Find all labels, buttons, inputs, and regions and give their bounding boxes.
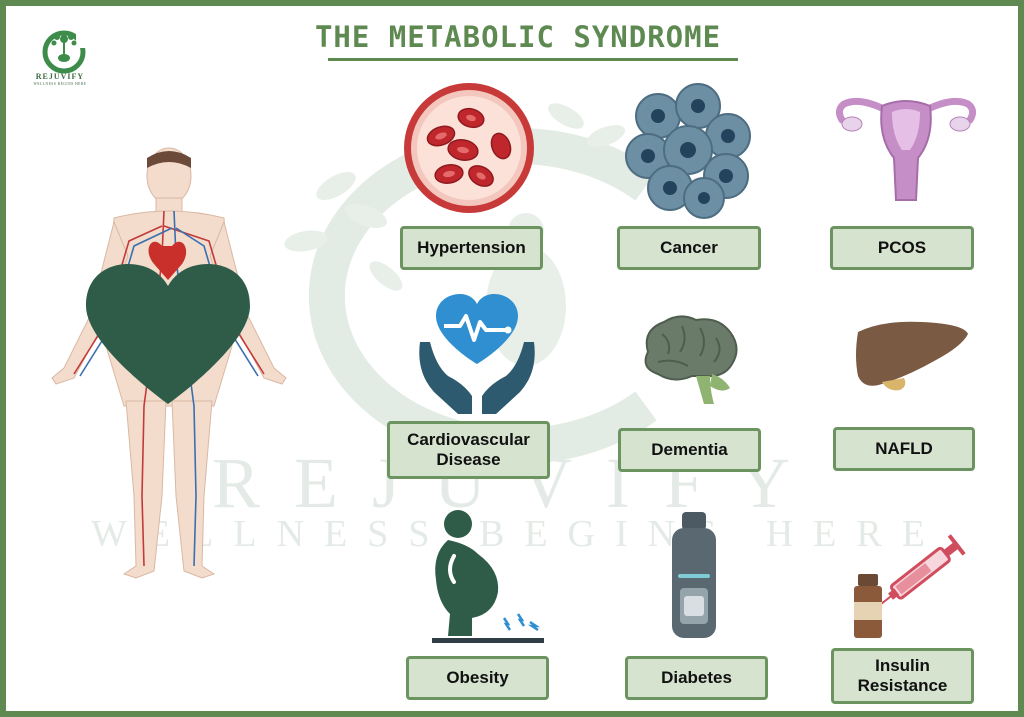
- card-insulin-resistance-label: Insulin Resistance: [857, 655, 948, 695]
- liver-icon: [856, 321, 968, 391]
- rejuvify-logo-icon: [42, 30, 96, 74]
- card-cardiovascular-disease-label: Cardiovascular Disease: [407, 429, 530, 469]
- card-hypertension: Hypertension: [400, 226, 543, 270]
- blood-cells-icon: [404, 83, 534, 213]
- card-dementia: Dementia: [618, 428, 761, 472]
- human-body-icon: [51, 147, 287, 579]
- card-pcos-label: PCOS: [877, 237, 927, 257]
- heart-hands-icon: [419, 294, 535, 414]
- title-underline: [328, 58, 738, 61]
- card-pcos: PCOS: [830, 226, 974, 270]
- card-diabetes: Diabetes: [625, 656, 768, 700]
- watermark-tagline: WELLNESS BEGINS HERE: [91, 513, 945, 555]
- card-cancer-label: Cancer: [660, 237, 718, 257]
- card-obesity-label: Obesity: [446, 667, 509, 687]
- obese-person-scale-icon: [432, 510, 544, 643]
- card-diabetes-label: Diabetes: [661, 667, 732, 687]
- card-cancer: Cancer: [617, 226, 761, 270]
- card-cardiovascular-disease: Cardiovascular Disease: [387, 421, 550, 479]
- card-hypertension-label: Hypertension: [417, 237, 526, 257]
- logo-name: REJUVIFY: [35, 72, 85, 81]
- uterus-icon: [835, 97, 977, 201]
- brain-icon: [644, 315, 738, 404]
- logo-tagline: WELLNESS BEGINS HERE: [33, 82, 87, 86]
- cancer-cells-icon: [625, 83, 751, 219]
- card-dementia-label: Dementia: [651, 439, 728, 459]
- card-nafld-label: NAFLD: [875, 438, 933, 458]
- card-insulin-resistance: Insulin Resistance: [831, 648, 974, 704]
- card-nafld: NAFLD: [833, 427, 975, 471]
- insulin-syringe-icon: [854, 534, 966, 638]
- card-obesity: Obesity: [406, 656, 549, 700]
- glucose-meter-icon: [672, 512, 716, 638]
- page-title: THE METABOLIC SYNDROME: [314, 20, 722, 54]
- heart-overlay-icon: [86, 264, 250, 404]
